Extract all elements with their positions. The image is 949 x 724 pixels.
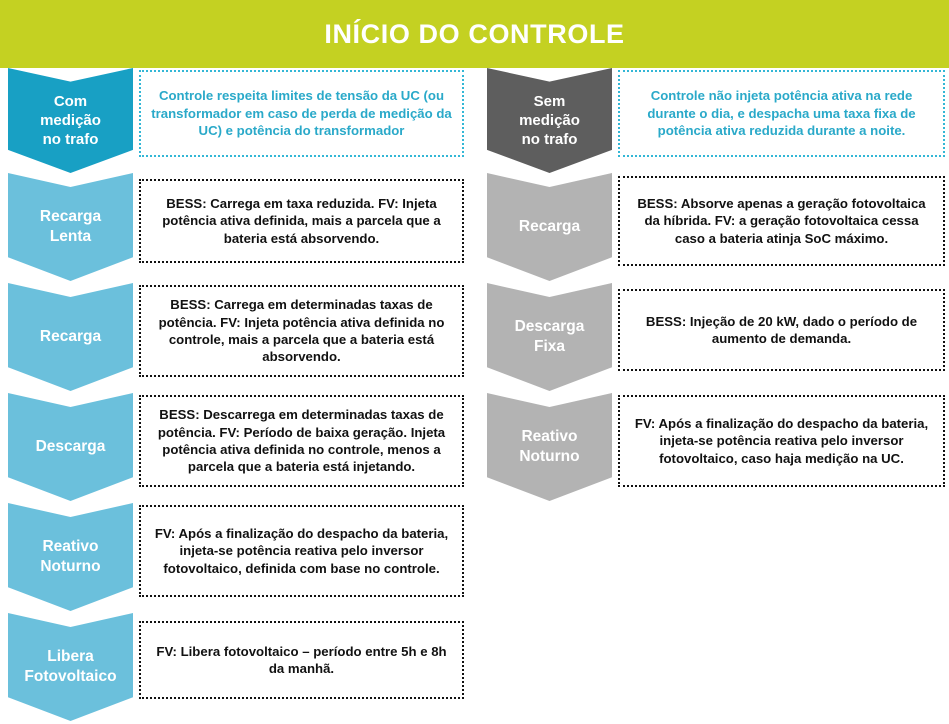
left-row-5: Reativo Noturno FV: Após a finalização d… — [0, 503, 470, 613]
chevron-recarga-right[interactable]: Recarga — [487, 173, 612, 281]
chevron-descarga[interactable]: Descarga — [8, 393, 133, 501]
left-row-3: Recarga BESS: Carrega em determinadas ta… — [0, 283, 470, 393]
description-recarga: BESS: Carrega em determinadas taxas de p… — [139, 285, 464, 377]
chevron-reativo-noturno-right[interactable]: Reativo Noturno — [487, 393, 612, 501]
chevron-com-medicao-no-trafo[interactable]: Com medição no trafo — [8, 68, 133, 173]
chevron-label: Descarga Fixa — [514, 318, 585, 355]
chevron-label: Recarga Lenta — [39, 208, 102, 245]
description-text: FV: Após a finalização do despacho da ba… — [154, 525, 449, 576]
chevron-label: Libera Fotovoltaico — [24, 648, 117, 685]
chevron-reativo-noturno[interactable]: Reativo Noturno — [8, 503, 133, 611]
chevron-libera-fotovoltaico[interactable]: Libera Fotovoltaico — [8, 613, 133, 721]
right-row-4: Reativo Noturno FV: Após a finalização d… — [480, 393, 949, 503]
description-recarga-lenta: BESS: Carrega em taxa reduzida. FV: Inje… — [139, 179, 464, 263]
description-reativo-noturno: FV: Após a finalização do despacho da ba… — [139, 505, 464, 597]
page-title: INÍCIO DO CONTROLE — [324, 18, 625, 49]
right-row-3: Descarga Fixa BESS: Injeção de 20 kW, da… — [480, 283, 949, 393]
description-text: Controle respeita limites de tensão da U… — [151, 88, 452, 139]
chevron-label: Recarga — [39, 328, 102, 346]
description-text: FV: Libera fotovoltaico – período entre … — [156, 643, 447, 676]
chevron-label: Sem medição no trafo — [519, 92, 580, 149]
description-text: Controle não injeta potência ativa na re… — [647, 88, 916, 139]
description-text: BESS: Carrega em determinadas taxas de p… — [158, 297, 445, 365]
left-row-4: Descarga BESS: Descarrega em determinada… — [0, 393, 470, 503]
banner-inicio-do-controle: INÍCIO DO CONTROLE — [0, 0, 949, 68]
description-text: BESS: Injeção de 20 kW, dado o período d… — [645, 313, 918, 346]
chevron-label: Descarga — [35, 438, 106, 456]
chevron-label: Recarga — [518, 218, 581, 236]
description-libera-fotovoltaico: FV: Libera fotovoltaico – período entre … — [139, 621, 464, 699]
chevron-recarga[interactable]: Recarga — [8, 283, 133, 391]
right-row-2: Recarga BESS: Absorve apenas a geração f… — [480, 173, 949, 283]
chevron-label: Com medição no trafo — [40, 92, 101, 149]
left-row-6: Libera Fotovoltaico FV: Libera fotovolta… — [0, 613, 470, 723]
description-text: BESS: Carrega em taxa reduzida. FV: Inje… — [162, 195, 441, 246]
description-sem-medicao-no-trafo: Controle não injeta potência ativa na re… — [618, 70, 945, 157]
description-recarga-right: BESS: Absorve apenas a geração fotovolta… — [618, 176, 945, 266]
description-text: BESS: Descarrega em determinadas taxas d… — [157, 407, 446, 475]
chevron-recarga-lenta[interactable]: Recarga Lenta — [8, 173, 133, 281]
right-row-1: Sem medição no trafo Controle não injeta… — [480, 68, 949, 178]
description-descarga-fixa: BESS: Injeção de 20 kW, dado o período d… — [618, 289, 945, 371]
chevron-sem-medicao-no-trafo[interactable]: Sem medição no trafo — [487, 68, 612, 173]
description-text: BESS: Absorve apenas a geração fotovolta… — [637, 195, 926, 246]
description-com-medicao-no-trafo: Controle respeita limites de tensão da U… — [139, 70, 464, 157]
description-descarga: BESS: Descarrega em determinadas taxas d… — [139, 395, 464, 487]
description-text: FV: Após a finalização do despacho da ba… — [634, 415, 929, 466]
description-reativo-noturno-right: FV: Após a finalização do despacho da ba… — [618, 395, 945, 487]
left-row-1: Com medição no trafo Controle respeita l… — [0, 68, 470, 178]
chevron-descarga-fixa[interactable]: Descarga Fixa — [487, 283, 612, 391]
chevron-label: Reativo Noturno — [40, 538, 101, 575]
chevron-label: Reativo Noturno — [519, 428, 580, 465]
left-row-2: Recarga Lenta BESS: Carrega em taxa redu… — [0, 173, 470, 283]
